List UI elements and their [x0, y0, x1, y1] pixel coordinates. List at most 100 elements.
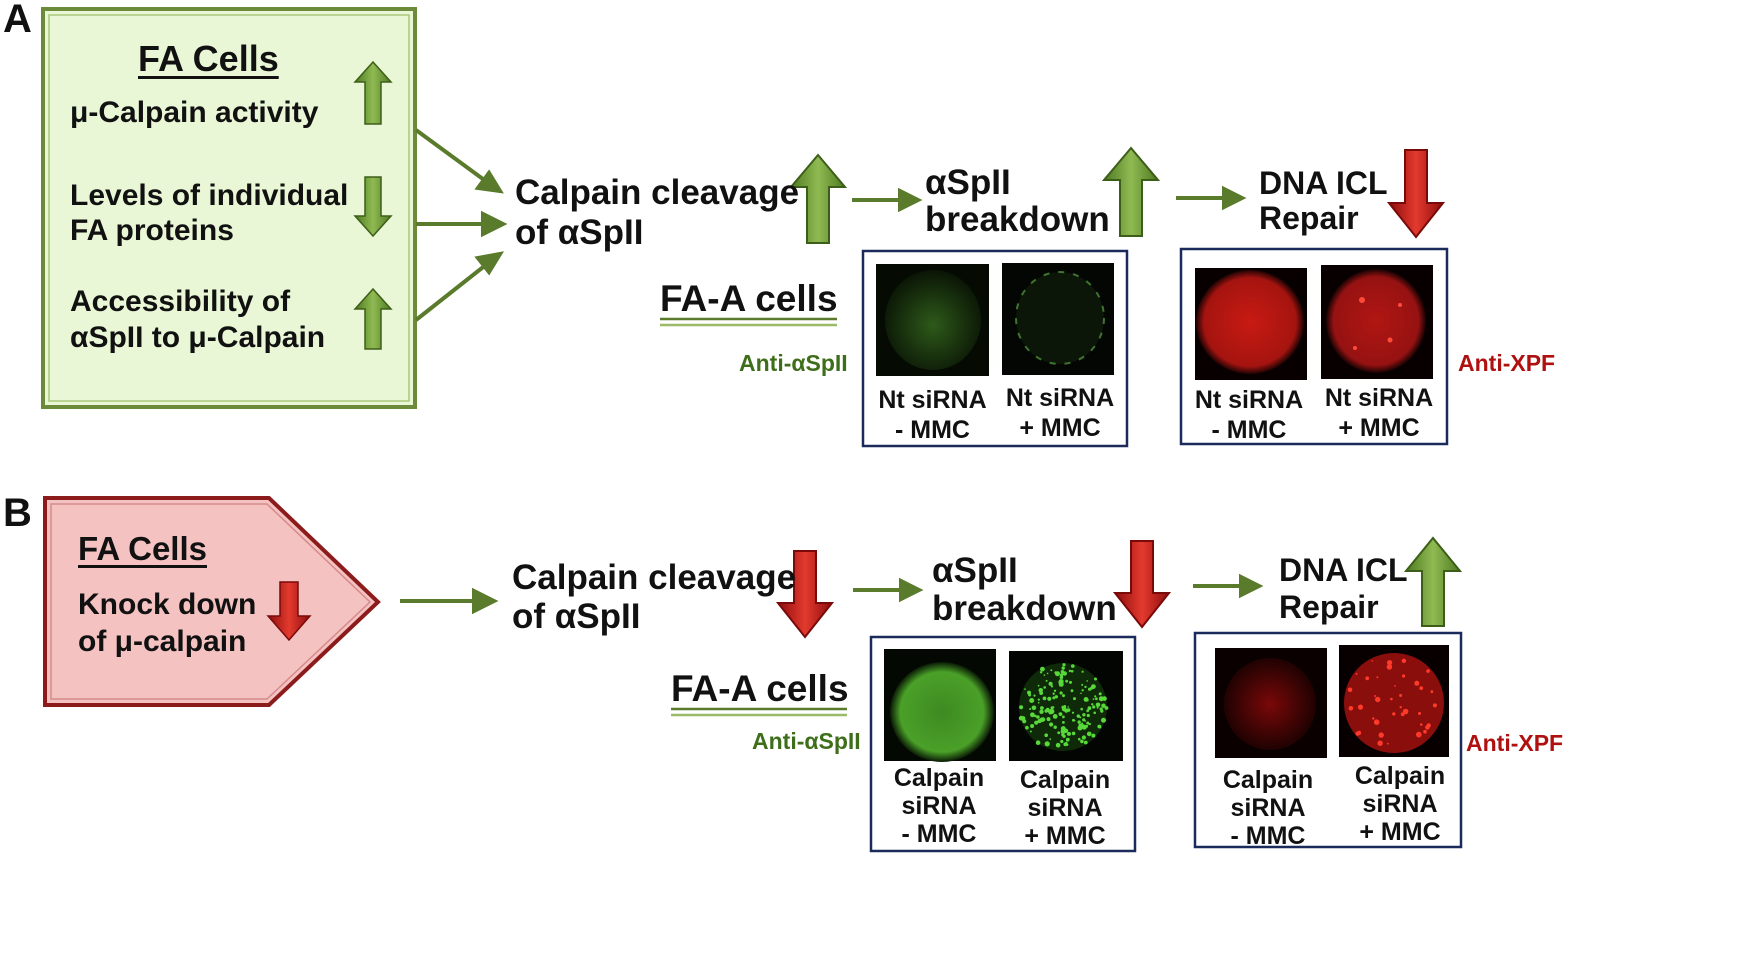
speckles	[1347, 658, 1437, 746]
speckle-dot	[1052, 692, 1055, 695]
speckle-dot	[1399, 694, 1403, 697]
speckle-dot	[1025, 725, 1029, 730]
speckle-dot	[1030, 712, 1035, 718]
speckle-dot	[1047, 696, 1052, 701]
speckle-dot	[1063, 742, 1068, 747]
speckle-dot	[1066, 733, 1069, 735]
speckle-dot	[1059, 673, 1064, 677]
right-arrow-icon	[472, 587, 499, 615]
speckle-dot	[1049, 738, 1052, 740]
speckle-dot	[1394, 685, 1396, 687]
speckle-dot	[1392, 712, 1396, 716]
speckle-dot	[1086, 731, 1092, 737]
speckle-dot	[1070, 669, 1074, 673]
caption-a3-line2: - MMC	[1211, 416, 1287, 444]
speckle-dot	[1085, 724, 1089, 728]
speckle-dot	[1081, 689, 1084, 692]
right-arrow-icon	[898, 187, 923, 213]
speckle-dot	[1098, 696, 1104, 702]
speckle-dot	[1375, 696, 1381, 703]
speckle-dot	[1098, 692, 1102, 696]
step3-b-line1: DNA ICL	[1279, 552, 1408, 588]
speckle-dot	[1037, 701, 1040, 704]
speckle-dot	[1057, 731, 1061, 735]
caption-b4-line3: + MMC	[1359, 818, 1441, 846]
speckle-dot	[1096, 706, 1099, 709]
step3-b-line2: Repair	[1279, 589, 1379, 625]
speckle-dot	[1058, 679, 1064, 684]
micrograph-b3	[1215, 648, 1327, 758]
speckle-dot	[1062, 694, 1065, 698]
speckle-dot	[1031, 705, 1036, 710]
micrograph-a4	[1321, 265, 1433, 379]
step2-b-line1: αSpII	[932, 551, 1018, 590]
micrograph-a1	[876, 264, 989, 376]
micrograph-b1	[884, 649, 996, 762]
speckle-dot	[1419, 723, 1423, 726]
speckle-dot	[1104, 706, 1109, 710]
fa-cells-box-a-inner	[48, 14, 410, 402]
flow-arrow-a-3	[414, 262, 489, 322]
speckle-dot	[1069, 680, 1072, 684]
speckle-dot	[1078, 723, 1082, 727]
box-b-line2: of μ-calpain	[78, 625, 247, 658]
speckle-dot	[1083, 697, 1089, 702]
speckle-dot	[1072, 718, 1075, 722]
speckle-dot	[1080, 692, 1082, 695]
speckle-dot	[1348, 706, 1354, 711]
speckle-dot	[1046, 672, 1049, 675]
speckle-dot	[1033, 694, 1036, 697]
speckle-dot	[1053, 725, 1057, 729]
right-arrow-icon	[899, 577, 924, 603]
speckle-dot	[1043, 686, 1046, 689]
speckle-dot	[1102, 697, 1106, 700]
right-arrow-icon	[474, 169, 504, 194]
speckle-dot	[1372, 717, 1375, 720]
box-b-title: FA Cells	[78, 530, 207, 567]
right-arrow-icon	[481, 210, 508, 238]
speckle-dot	[1062, 721, 1065, 724]
speckle-dot	[1080, 739, 1084, 744]
caption-b1-line1: Calpain	[893, 764, 985, 792]
speckle-dot	[1062, 663, 1066, 667]
fa-a-cells-label-b: FA-A cells	[671, 668, 849, 709]
caption-a1-line1: Nt siRNA	[878, 386, 987, 414]
speckle-dot	[1039, 671, 1043, 674]
speckle-dot	[1419, 733, 1421, 735]
speckle-dot	[1399, 706, 1402, 709]
speckle-dot	[1081, 735, 1086, 740]
speckle-dot	[1050, 669, 1053, 672]
speckle-dot	[1037, 718, 1042, 724]
fa-a-cells-label-a: FA-A cells	[660, 278, 838, 319]
up-arrow-icon	[788, 153, 848, 244]
down-arrow-icon	[266, 581, 312, 642]
speckle-dot	[1067, 706, 1069, 708]
caption-a4-line2: + MMC	[1338, 414, 1420, 442]
speckle-dot	[1065, 679, 1069, 683]
speckle-dot	[1022, 719, 1027, 724]
step1-a-line2: of αSpII	[515, 213, 644, 252]
caption-b4-line1: Calpain	[1354, 762, 1446, 790]
step2-b-line2: breakdown	[932, 589, 1117, 628]
speckle-dot	[1374, 695, 1376, 697]
speckle-dot	[1029, 708, 1032, 710]
speckle-dot	[1402, 674, 1406, 678]
speckle-dot	[1062, 671, 1068, 676]
speckle-dot	[1086, 680, 1088, 682]
speckle-dot	[1055, 742, 1061, 748]
speckle-dot	[1063, 705, 1067, 708]
speckle-dot	[1387, 660, 1393, 666]
micrograph-b4	[1339, 645, 1449, 757]
speckle-dot	[1078, 737, 1081, 741]
step1-b-line2: of αSpII	[512, 597, 641, 636]
speckle-dot	[1423, 729, 1427, 734]
down-arrow-icon	[353, 176, 393, 238]
step3-a-line2: Repair	[1259, 200, 1359, 236]
panel-letter-b: B	[3, 491, 32, 535]
speckle-dot	[1418, 712, 1421, 715]
speckle-dot	[1093, 711, 1096, 715]
speckle-dot	[1035, 740, 1041, 745]
speckle-dot	[1050, 685, 1054, 688]
caption-b1-line3: - MMC	[901, 820, 977, 848]
